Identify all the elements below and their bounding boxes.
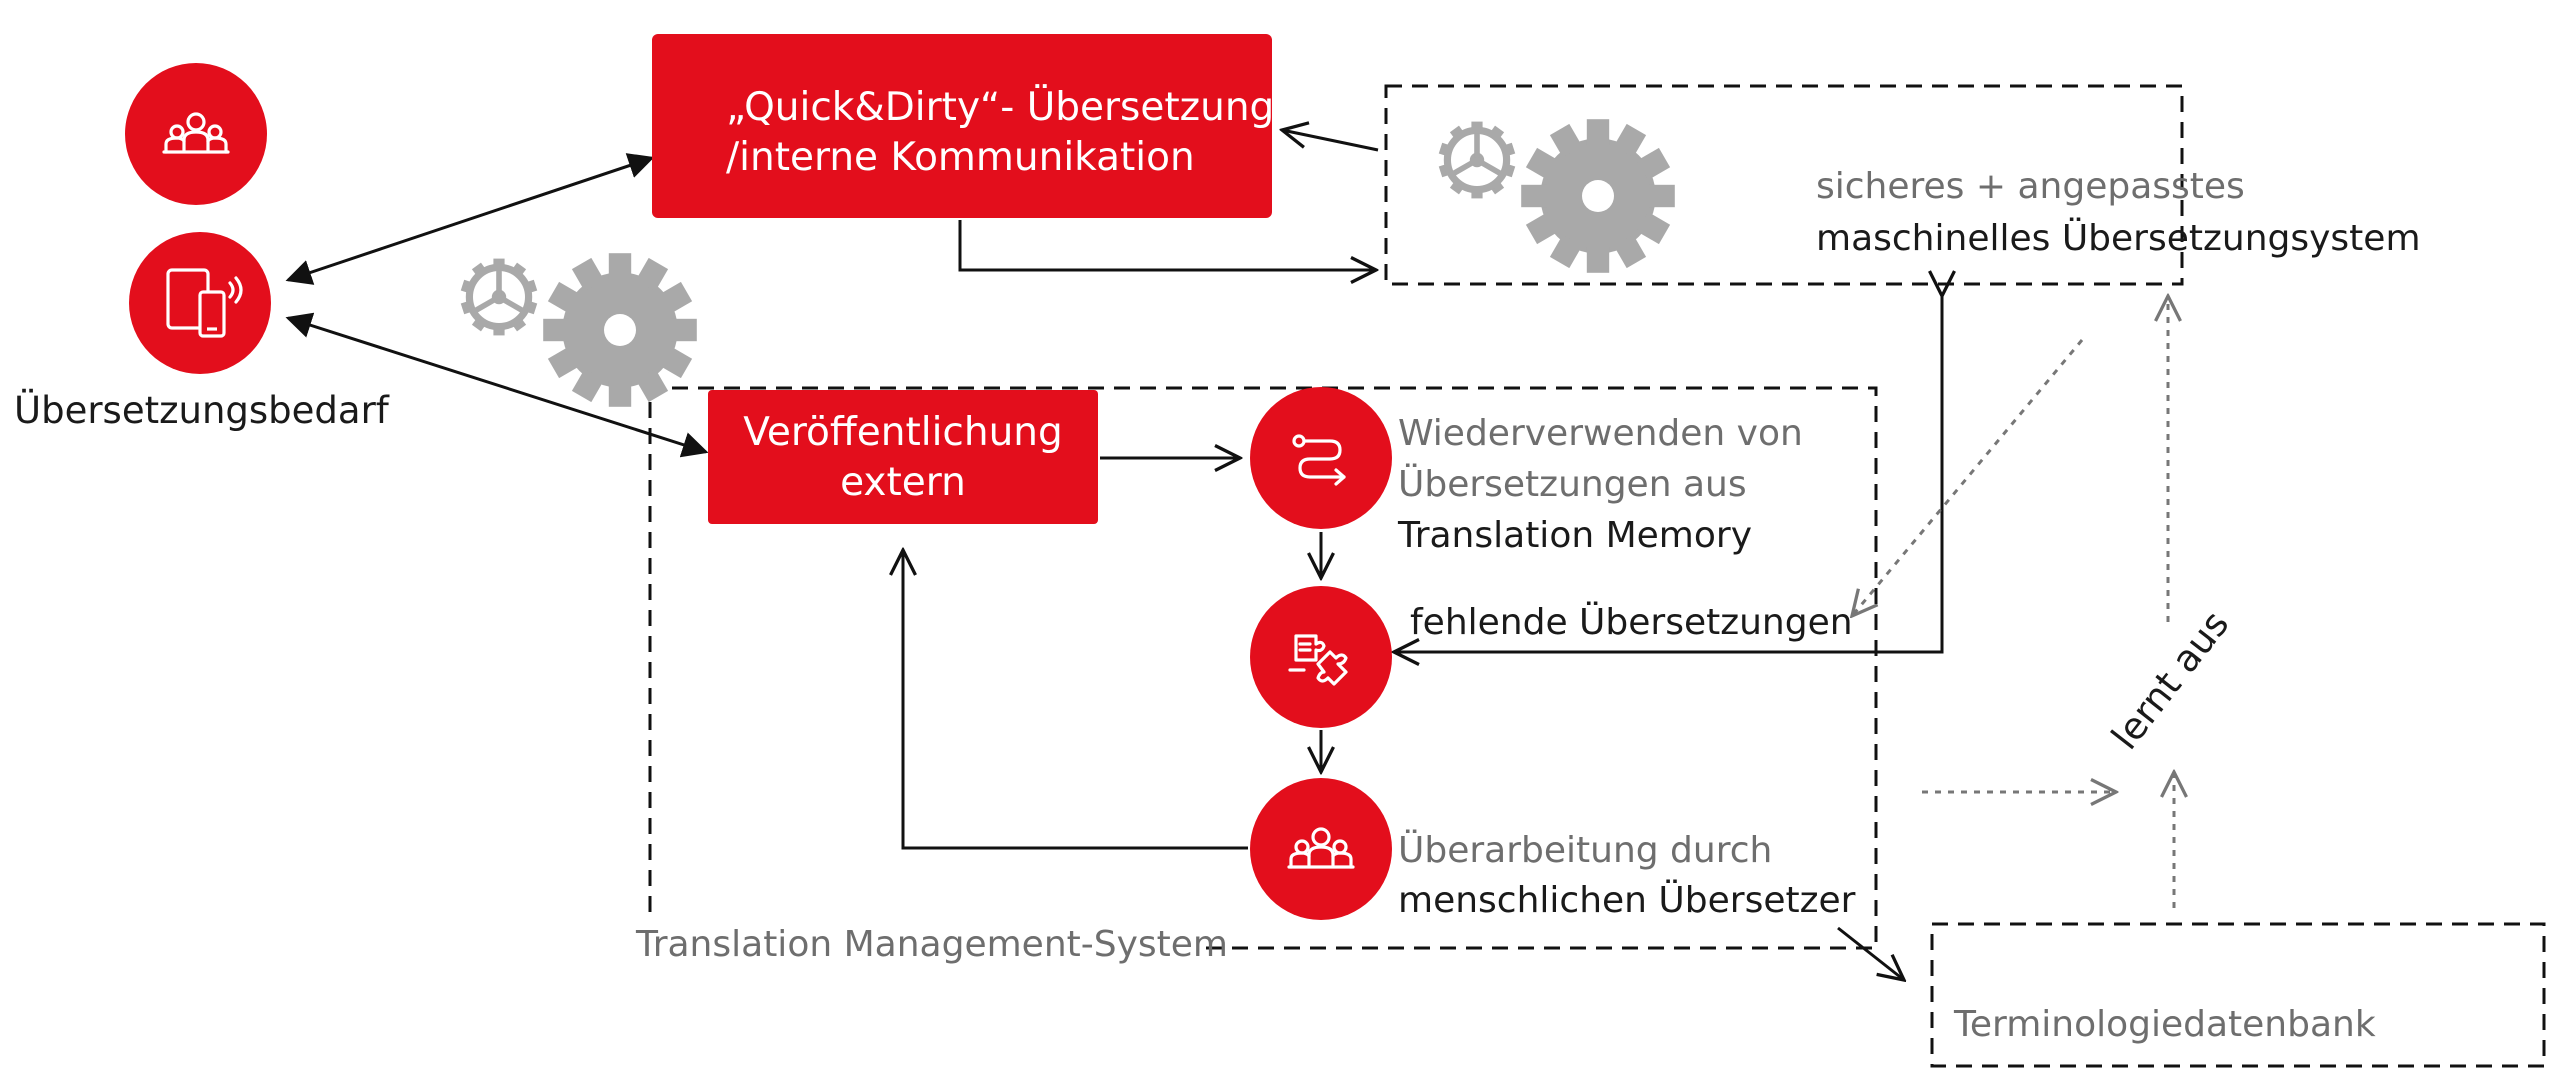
mt-system-container <box>1384 84 2184 286</box>
gear-icon <box>461 259 538 336</box>
mt-system-line2: maschinelles Übersetzungsystem <box>1816 217 2421 259</box>
publication-box[interactable]: Veröffentlichung extern <box>708 390 1098 524</box>
mt-system-line1: sicheres + angepasstes <box>1816 166 2245 207</box>
arrow-quickdirty-to-mt <box>958 220 1376 270</box>
missing-circle[interactable] <box>1250 586 1392 728</box>
tms-container <box>648 386 1878 950</box>
arrow-tms-to-termdb <box>1837 926 1904 980</box>
revision-line1: Überarbeitung durch <box>1398 829 1772 871</box>
revision-line2: menschlichen Übersetzer <box>1398 879 1856 921</box>
tm-reuse-line2: Übersetzungen aus <box>1398 463 1747 505</box>
quick-dirty-box[interactable]: „Quick&Dirty“- Übersetzung /interne Komm… <box>652 34 1274 218</box>
learns-from-label: lernt aus <box>2103 603 2237 758</box>
route-icon <box>1292 434 1346 486</box>
gear-icon-group-mt <box>1439 119 1675 273</box>
gear-icon <box>1521 119 1675 273</box>
translation-demand-label: Übersetzungsbedarf <box>14 389 390 432</box>
tms-label: Translation Management-System <box>635 924 1228 965</box>
publication-line2: extern <box>840 460 966 505</box>
devices-circle[interactable] <box>129 232 271 374</box>
team-circle <box>125 63 267 205</box>
missing-translations-label: fehlende Übersetzungen <box>1410 601 1853 643</box>
arrow-mt-to-quickdirty <box>1282 130 1379 152</box>
tablet-phone-icon <box>166 268 243 338</box>
arrow-demand-quickdirty <box>285 153 655 285</box>
arrow-demand-publication <box>285 312 709 458</box>
gear-icon <box>543 253 697 407</box>
quick-dirty-line1: „Quick&Dirty“- Übersetzung <box>726 84 1274 130</box>
quick-dirty-line2: /interne Kommunikation <box>726 135 1195 180</box>
tm-reuse-line3: Translation Memory <box>1397 515 1752 556</box>
dotted-arrow-mt-to-missing <box>1852 339 2084 616</box>
tm-reuse-line1: Wiederverwenden von <box>1398 413 1803 454</box>
publication-line1: Veröffentlichung <box>743 410 1063 455</box>
termdb-label: Terminologiedatenbank <box>1953 1004 2376 1045</box>
termdb-container <box>1930 922 2546 1068</box>
arrow-revision-to-publication <box>903 550 1248 850</box>
gear-icon <box>1439 122 1516 199</box>
puzzle-document-icon <box>1288 634 1348 686</box>
reuse-circle[interactable] <box>1250 387 1392 529</box>
arrow-mt-missing <box>1394 296 1942 652</box>
translator-circle[interactable] <box>1250 778 1392 920</box>
